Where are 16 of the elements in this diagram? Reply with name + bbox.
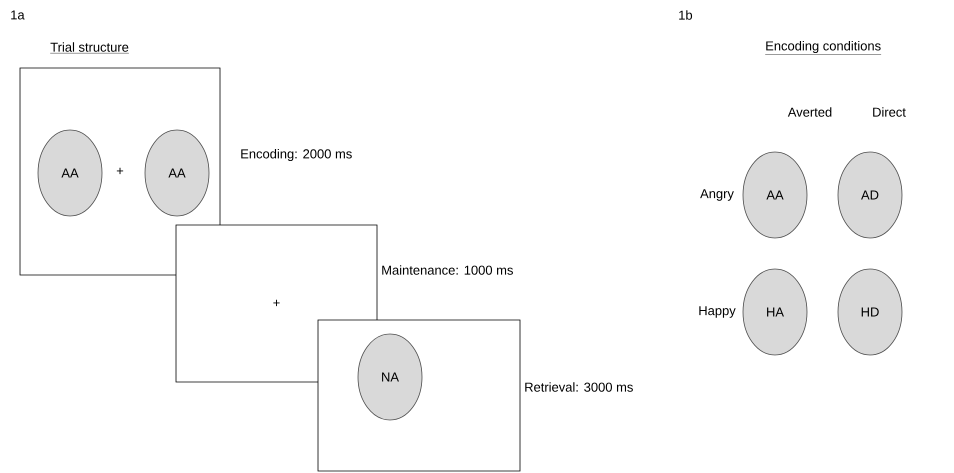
column-label: Averted xyxy=(788,107,832,117)
face-oval: AA xyxy=(144,130,210,216)
duration-label: Encoding: 2000 ms xyxy=(241,148,352,162)
face-oval: AA xyxy=(742,152,808,238)
heading: Encoding conditions xyxy=(765,40,882,55)
column-label: Direct xyxy=(873,107,906,117)
panel-label: 1b xyxy=(679,10,692,20)
duration-label: Maintenance: 1000 ms xyxy=(382,265,513,275)
panel-label: 1a xyxy=(11,10,25,20)
face-oval: NA xyxy=(358,334,422,420)
heading: Trial structure xyxy=(50,42,130,54)
face-oval: HA xyxy=(742,268,808,356)
duration-label: Retrieval: 3000 ms xyxy=(525,382,633,392)
face-oval: AD xyxy=(838,152,902,238)
face-oval: HD xyxy=(838,268,902,356)
face-oval: AA xyxy=(38,130,102,216)
